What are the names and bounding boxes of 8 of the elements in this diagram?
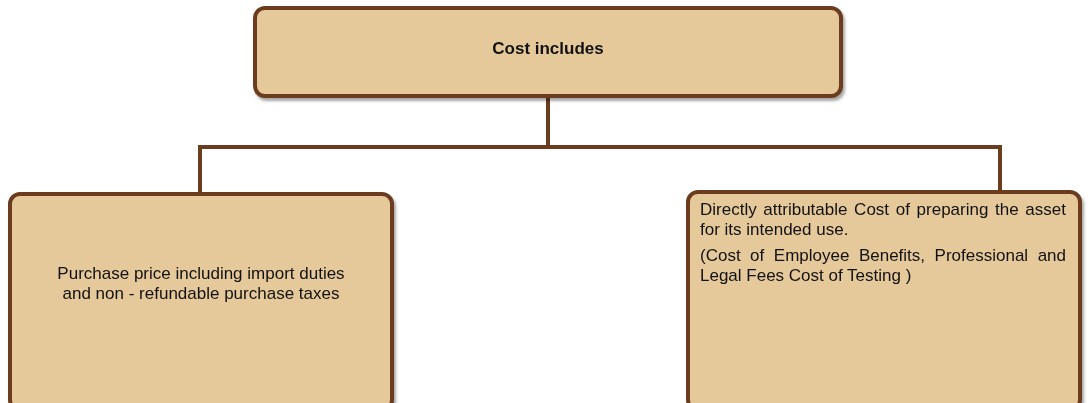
text-box [8,192,394,403]
box-text: Purchase price including import duties and non - refundable purchase taxes [56,264,346,304]
connector-line [546,98,1002,190]
text-box [253,6,843,98]
box-text: Cost includes [491,39,605,59]
text-box [686,190,1082,403]
box-text: Directly attributable Cost of preparing the asset for its intended use. [700,200,1066,240]
box-text: (Cost of Employee Benefits, Professional and Legal Fees Cost of Testing ) [700,246,1066,286]
